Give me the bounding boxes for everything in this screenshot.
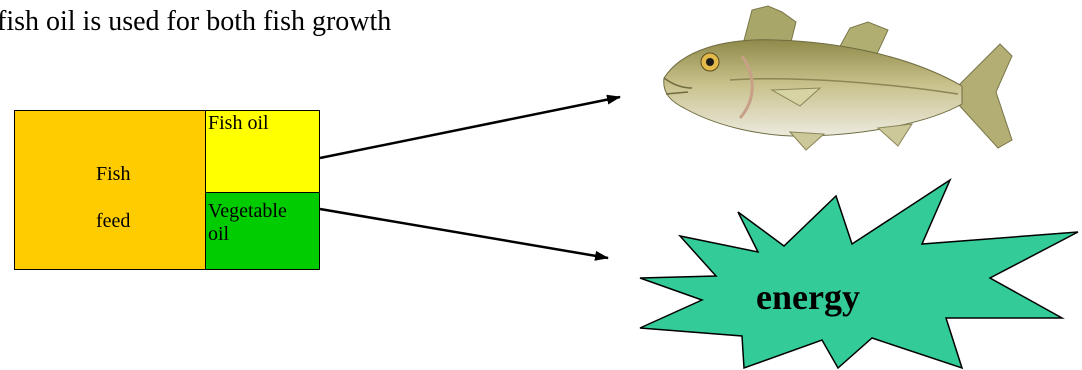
arrow-to-energy [320,209,608,258]
arrow-to-fish [320,97,620,158]
fish-icon [664,6,1012,150]
energy-burst-icon [640,180,1078,368]
energy-label: energy [756,276,860,318]
